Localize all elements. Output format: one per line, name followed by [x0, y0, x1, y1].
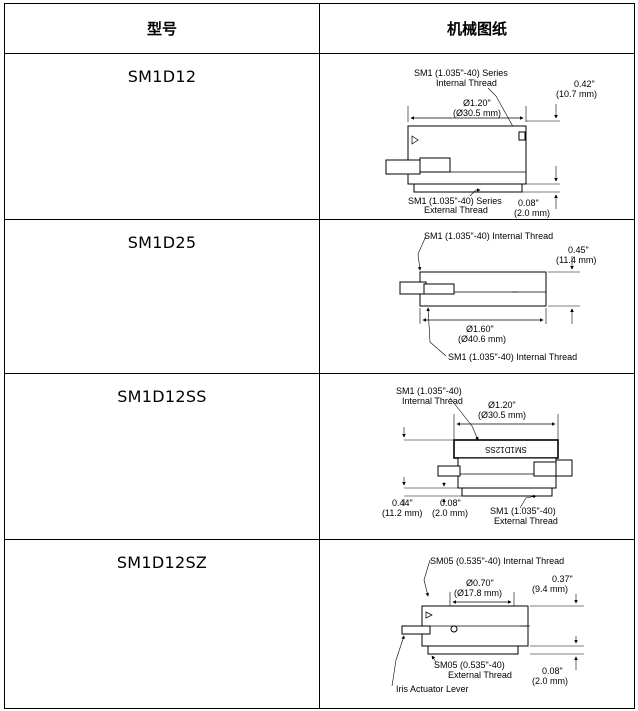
label-bottom-thread: SM1 (1.035"-40) [490, 506, 556, 516]
label-bottom-thread: SM1 (1.035"-40) Internal Thread [448, 352, 577, 362]
label-bottom-thread: SM05 (0.535"-40) [434, 660, 505, 670]
label-step-mm: (2.0 mm) [532, 676, 568, 686]
label-height: 0.45" [568, 245, 589, 255]
label-diameter-mm: (Ø40.6 mm) [458, 334, 506, 344]
header-drawing: 机械图纸 [319, 3, 635, 54]
label-step: 0.08" [518, 198, 539, 208]
external-thread [427, 645, 519, 655]
table-header-row: 型号 机械图纸 [4, 3, 635, 54]
mechanical-drawing-sm1d25: SM1 (1.035"-40) Internal Thread 0.45" (1… [399, 231, 596, 362]
label-step: 0.08" [440, 498, 461, 508]
label-top-thread: SM1 (1.035"-40) Series [414, 68, 508, 78]
external-thread [461, 487, 553, 497]
label-top-thread: SM1 (1.035"-40) [396, 386, 462, 396]
label-step-mm: (2.0 mm) [432, 508, 468, 518]
label-top-thread-2: Internal Thread [402, 396, 463, 406]
label-bottom-thread-2: External Thread [448, 670, 512, 680]
model-cell: SM1D25 [4, 219, 320, 374]
drawing-cell: SM1 (1.035"-40) Series Internal Thread Ø… [319, 53, 635, 220]
header-model: 型号 [4, 3, 320, 54]
drawing-cell: SM05 (0.535"-40) Internal Thread Ø0.70" … [319, 539, 635, 709]
mechanical-drawing-sm1d12sz: SM05 (0.535"-40) Internal Thread Ø0.70" … [391, 556, 584, 694]
label-height-mm: (10.7 mm) [556, 89, 597, 99]
drawing-cell: SM1 (1.035"-40) Internal Thread 0.45" (1… [319, 219, 635, 374]
table-row: SM1D12 SM1 (1.035"-40) Series Internal T… [4, 53, 635, 220]
label-height: 0.37" [552, 574, 573, 584]
label-diameter-mm: (Ø30.5 mm) [478, 410, 526, 420]
lever-knob [401, 625, 431, 635]
label-top-thread: SM1 (1.035"-40) Internal Thread [424, 231, 553, 241]
table-row: SM1D25 SM1 (1.035"-40) Internal Thread 0… [4, 219, 635, 374]
label-step-mm: (2.0 mm) [514, 208, 550, 218]
lever-knob [385, 159, 421, 175]
product-table: 型号 机械图纸 SM1D12 SM1 (1.035"-40) Series In… [4, 3, 635, 709]
label-bottom-thread: SM1 (1.035"-40) Series [408, 196, 502, 206]
label-step: 0.08" [542, 666, 563, 676]
label-bottom-thread-2: External Thread [424, 205, 488, 215]
label-diameter-mm: (Ø30.5 mm) [453, 108, 501, 118]
label-height-mm: (9.4 mm) [532, 584, 568, 594]
label-lever: Iris Actuator Lever [396, 684, 469, 694]
label-diameter: Ø1.20" [488, 400, 516, 410]
mechanical-drawing-sm1d12: SM1 (1.035"-40) Series Internal Thread Ø… [385, 68, 597, 218]
label-height-mm: (11.4 mm) [556, 255, 596, 265]
label-diameter: Ø1.20" [463, 98, 491, 108]
label-height-mm: (11.2 mm) [382, 508, 422, 518]
label-height: 0.44" [392, 498, 413, 508]
model-cell: SM1D12 [4, 53, 320, 220]
label-diameter: Ø0.70" [466, 578, 494, 588]
body-outline [407, 125, 527, 185]
label-height: 0.42" [574, 79, 595, 89]
table-row: SM1D12SS SM1 (1.035"-40) Internal Thread… [4, 373, 635, 540]
external-thread [413, 183, 523, 193]
label-diameter: Ø1.60" [466, 324, 494, 334]
label-top-thread: SM05 (0.535"-40) Internal Thread [430, 556, 564, 566]
mechanical-drawing-sm1d12ss: SM1 (1.035"-40) Internal Thread Ø1.20" (… [382, 386, 573, 526]
model-cell: SM1D12SS [4, 373, 320, 540]
table-row: SM1D12SZ SM05 (0.535"-40) Internal Threa… [4, 539, 635, 709]
label-bottom-thread-2: External Thread [494, 516, 558, 526]
label-top-thread-2: Internal Thread [436, 78, 497, 88]
engraving-text: SM1D12SS [485, 445, 527, 454]
model-cell: SM1D12SZ [4, 539, 320, 709]
drawing-cell: SM1 (1.035"-40) Internal Thread Ø1.20" (… [319, 373, 635, 540]
label-diameter-mm: (Ø17.8 mm) [454, 588, 502, 598]
lever-knob [399, 281, 427, 295]
